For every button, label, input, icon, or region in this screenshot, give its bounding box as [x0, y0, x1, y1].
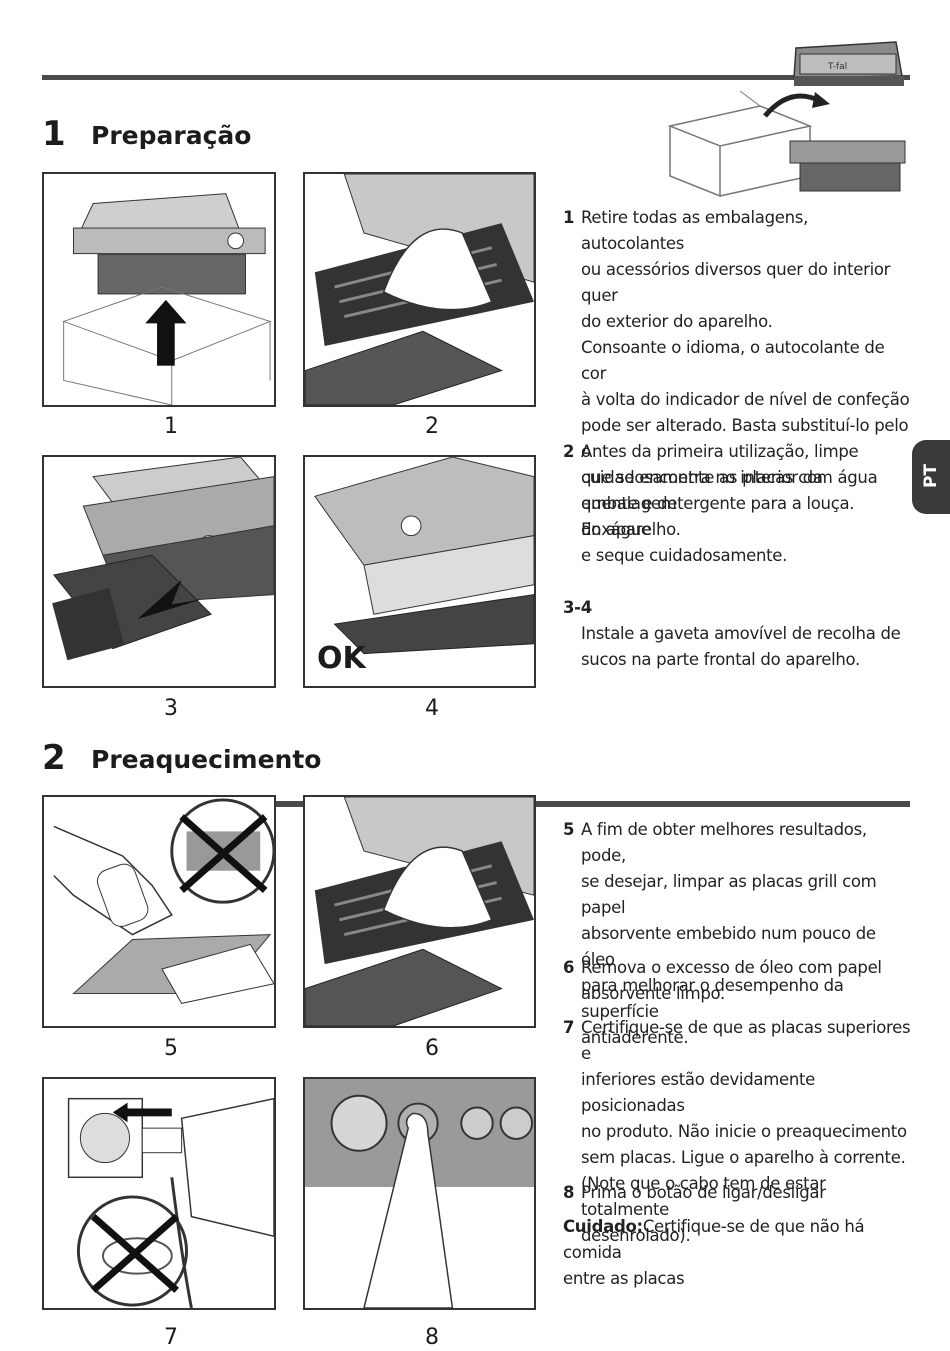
step-number: 2: [563, 442, 575, 461]
figure-number: 2: [425, 414, 439, 439]
step-text: Prima o botão de ligar/desligar: [581, 1183, 826, 1202]
figure-number: 3: [164, 696, 178, 721]
step-3-4: 3-4 Instale a gaveta amovível de recolha…: [563, 595, 913, 675]
header-rule: [42, 75, 910, 80]
figure-number: 6: [425, 1036, 439, 1061]
language-tab-label: PT: [921, 463, 941, 489]
step-text: Antes da primeira utilização, limpe cuid…: [581, 442, 878, 565]
figure-panel: OK: [303, 455, 536, 688]
figure-panel: [303, 172, 536, 407]
section-number: 2: [42, 738, 66, 778]
figure-panel: [303, 795, 536, 1028]
figure-panel: [42, 795, 276, 1028]
section-number: 1: [42, 114, 66, 154]
grill-header-icon: T-fal: [793, 41, 904, 86]
step-6: 6 Remova o excesso de óleo com papel abs…: [563, 955, 913, 1010]
figure-panel: [42, 455, 276, 688]
figure-panel: [42, 1077, 276, 1310]
brand-logo: T-fal: [827, 62, 847, 72]
step-8: 8 Prima o botão de ligar/desligar: [563, 1180, 913, 1208]
language-tab: PT: [912, 440, 950, 514]
step-number: 6: [563, 958, 575, 977]
figure-number: 1: [164, 414, 178, 439]
figure-number: 7: [164, 1325, 178, 1350]
step-text: Certifique-se de que as placas superiore…: [581, 1018, 911, 1245]
step-number: 5: [563, 820, 575, 839]
figure-number: 4: [425, 696, 439, 721]
step-number: 3-4: [563, 598, 592, 617]
caution-text: Certifique-se de que não há comida entre…: [563, 1217, 865, 1288]
caution-note: Cuidado:Certifique-se de que não há comi…: [563, 1214, 913, 1288]
step-text: Remova o excesso de óleo com papel absor…: [581, 958, 882, 1003]
step-text: A fim de obter melhores resultados, pode…: [581, 820, 877, 1047]
step-number: 7: [563, 1018, 575, 1037]
figure-number: 5: [164, 1036, 178, 1061]
step-number: 1: [563, 208, 575, 227]
step-text: Instale a gaveta amovível de recolha de …: [581, 624, 901, 669]
section-title: Preparação: [91, 121, 252, 150]
unboxing-illustration: [667, 90, 906, 198]
step-1: 1 Retire todas as embalagens, autocolant…: [563, 205, 913, 539]
section-title: Preaquecimento: [91, 745, 322, 774]
caution-label: Cuidado:: [563, 1217, 643, 1236]
step-7: 7 Certifique-se de que as placas superio…: [563, 1015, 913, 1245]
step-number: 8: [563, 1183, 575, 1202]
step-text: Retire todas as embalagens, autocolantes…: [581, 208, 910, 539]
step-2: 2 Antes da primeira utilização, limpe cu…: [563, 439, 913, 565]
figure-number: 8: [425, 1325, 439, 1350]
figure-panel: [42, 172, 276, 407]
ok-label: OK: [317, 641, 366, 676]
figure-panel: [303, 1077, 536, 1310]
step-5: 5 A fim de obter melhores resultados, po…: [563, 817, 913, 1047]
